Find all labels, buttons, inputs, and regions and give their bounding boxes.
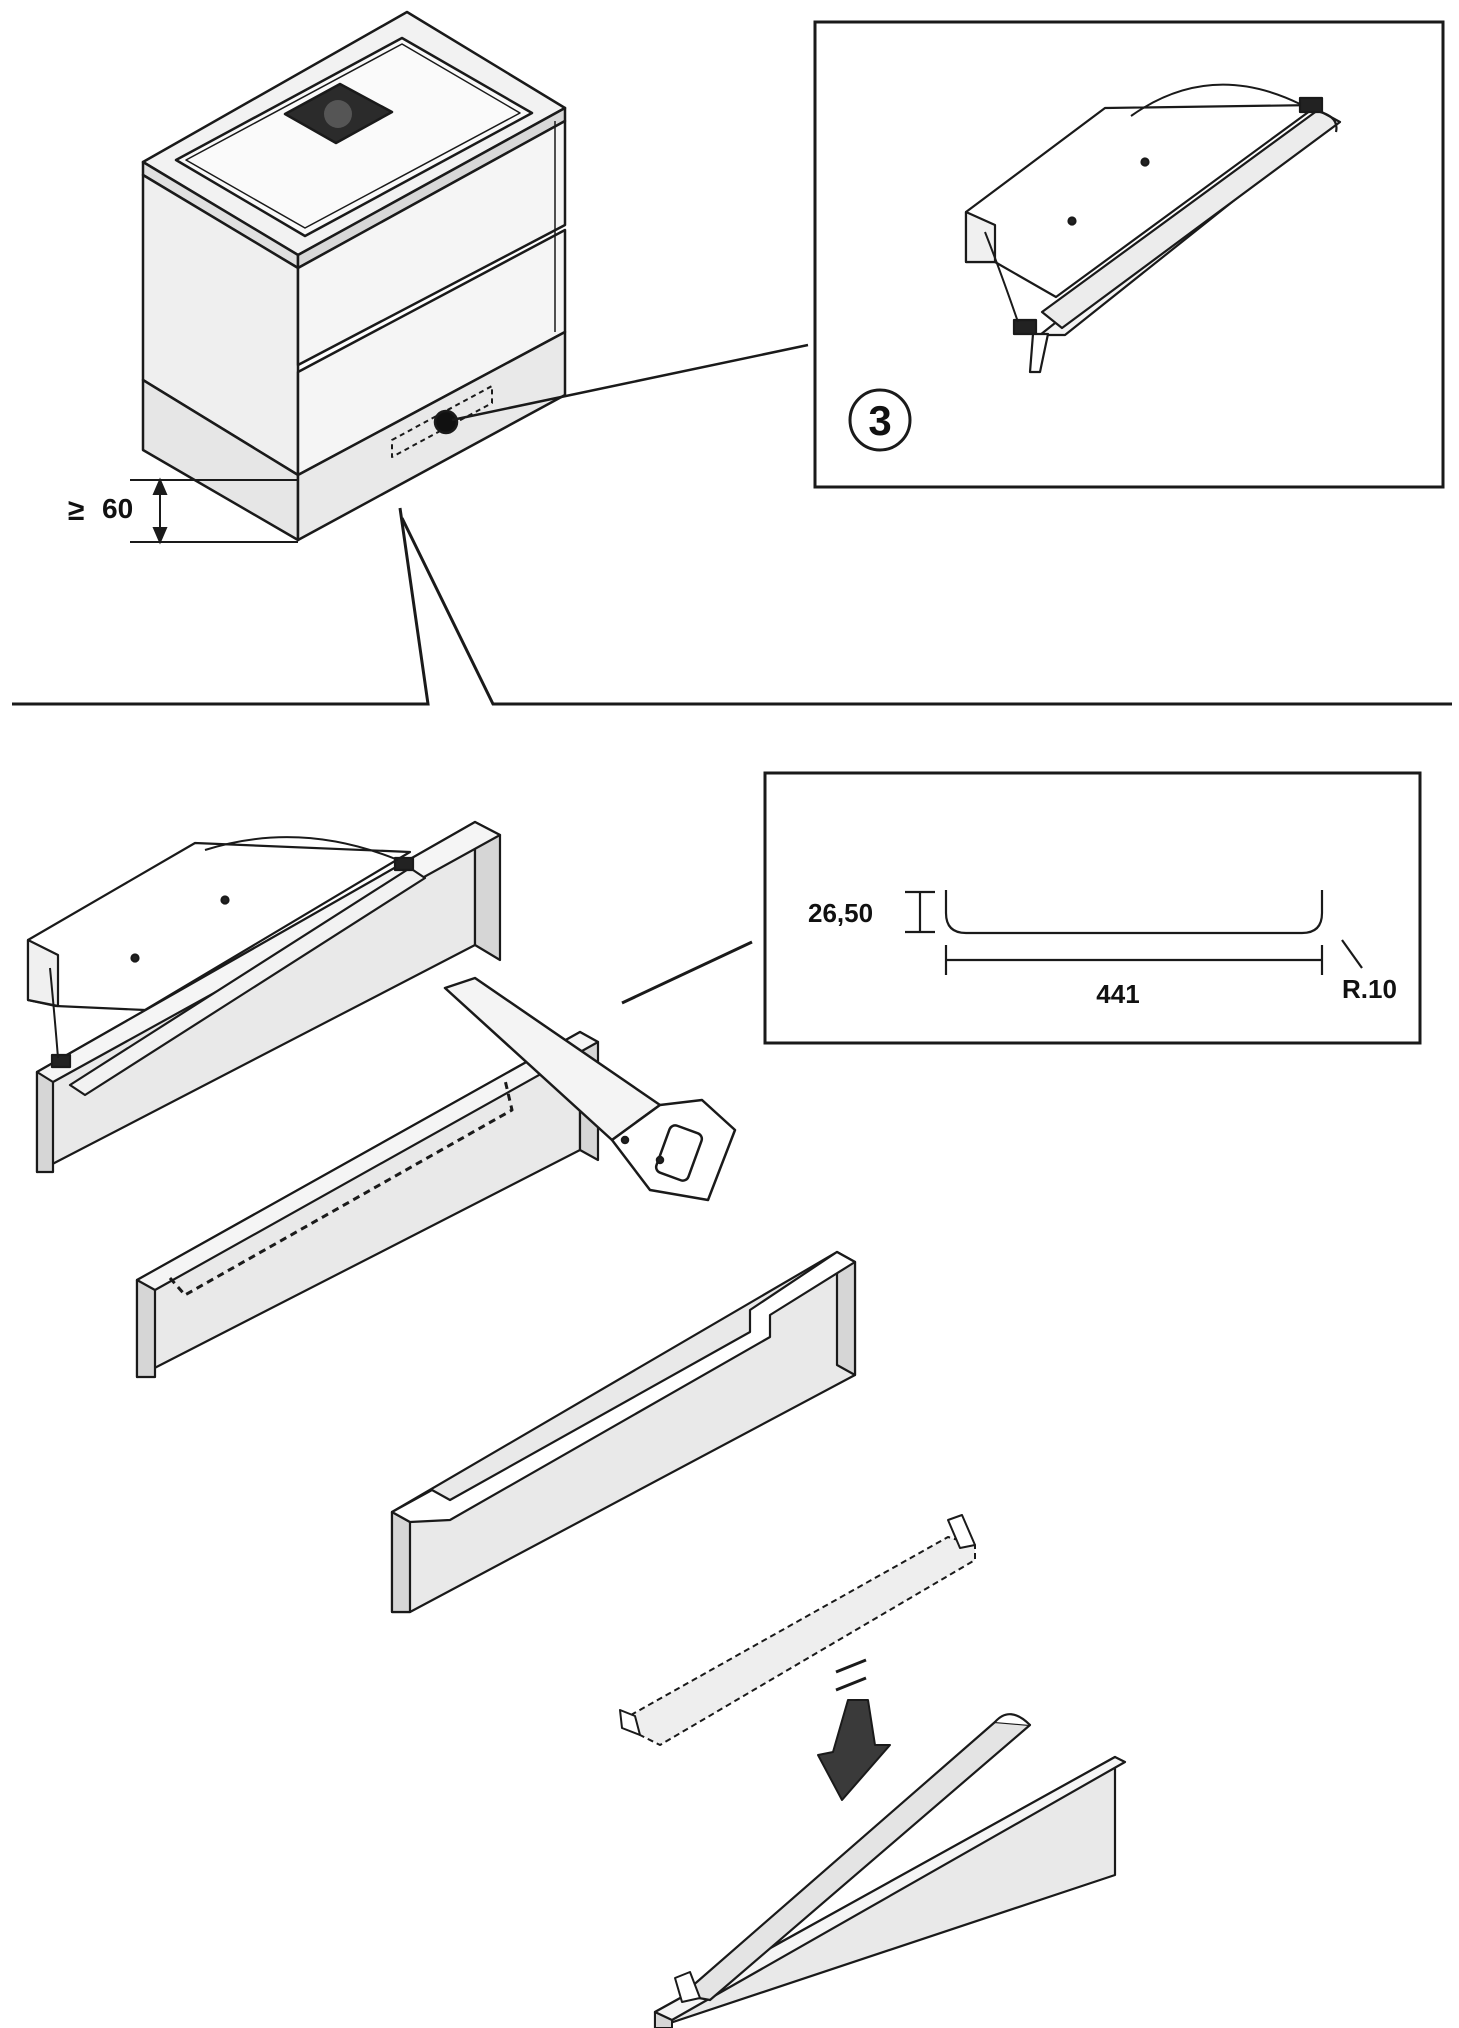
- cut-line-dashed: [168, 1079, 514, 1297]
- plinth-with-bracket: [26, 820, 502, 1174]
- cut-depth-label: 26,50: [808, 898, 873, 928]
- cooktop-glass: [174, 36, 534, 238]
- step-number-label: 3: [868, 397, 891, 444]
- ghost-bracket-dashed: [621, 1536, 976, 1746]
- cut-length-label: 441: [1096, 979, 1139, 1009]
- plinth-min-symbol: ≥: [68, 494, 84, 527]
- bracket-inserted: [619, 1514, 1127, 2028]
- cabinet-illustration: [141, 10, 809, 542]
- section-separator: [12, 507, 1452, 706]
- cabinet-drawer-top: [296, 119, 567, 367]
- cut-detail-leader: [621, 940, 753, 1005]
- cut-profile: [944, 890, 1324, 935]
- cut-detail-box: 26,50 441 R.10: [763, 771, 1422, 1045]
- plinth-cut-out: [390, 1250, 857, 1614]
- insert-arrow: [817, 1699, 891, 1801]
- plinth-notch: [390, 1250, 857, 1524]
- plinth-opening-dashed: [391, 385, 493, 458]
- step-number-circle: [848, 388, 912, 452]
- plinth-height-dimension: [130, 477, 298, 545]
- hand-saw-illustration: [443, 976, 737, 1202]
- plinth-min-height-label: 60: [102, 493, 133, 524]
- detail-box-3: 3: [813, 20, 1445, 489]
- corner-radius-label: R.10: [1342, 974, 1397, 1004]
- detail-marker: [433, 409, 459, 435]
